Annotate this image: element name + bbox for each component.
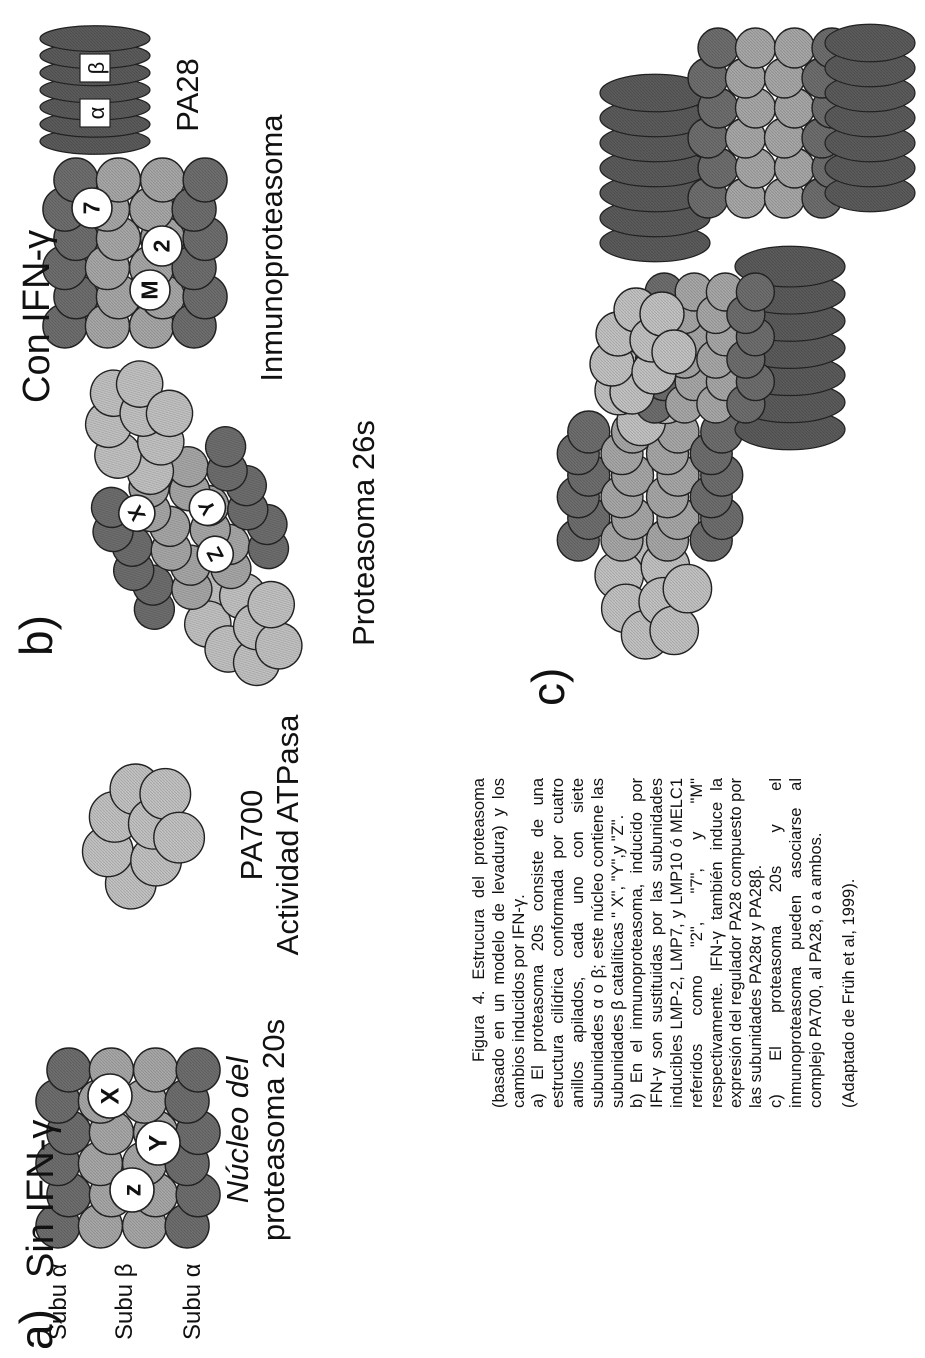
alpha-subunit-texture — [183, 158, 227, 202]
caption-part-c: c) El proteasoma 20s y el inmunoproteaso… — [767, 778, 826, 1108]
proteasome-26s-label: Proteasoma 26s — [348, 398, 381, 668]
pa700-subunit-texture — [640, 292, 684, 336]
pa700-label: PA700 — [236, 710, 269, 960]
pa28-regulator: αβ — [40, 26, 150, 155]
pa700-complex — [83, 764, 205, 909]
panel-b-letter: b) — [12, 615, 60, 656]
panel-b-title: Con IFN-γ — [18, 230, 58, 403]
pa700-subunit-texture — [650, 606, 698, 654]
subunit-label-alpha-bottom: Subu α — [180, 1263, 205, 1340]
subunit-label-alpha-top: Subu α — [46, 1263, 71, 1340]
alpha-subunit-texture — [736, 273, 774, 311]
proteasome-26s: ZYX — [27, 329, 350, 723]
pa700-subunit-texture — [154, 812, 205, 863]
pa700-activity-label: Actividad ATPasa — [272, 710, 305, 960]
core-marker-z-text: z — [118, 1184, 146, 1197]
caption-intro: Figura 4. Estrucura del proteasoma (basa… — [470, 778, 529, 1108]
panel-a-title: Sin IFN-γ — [22, 1120, 62, 1278]
beta-subunit-texture — [736, 28, 776, 68]
core-20s-proteasome: z Y X — [36, 1048, 220, 1248]
immuno-marker-2-text: 2 — [149, 240, 175, 253]
caption-part-a: a) El proteasoma 20s consiste de una est… — [529, 778, 628, 1108]
beta-subunit-texture — [775, 28, 815, 68]
immunoproteasome: M 2 7 — [43, 158, 227, 348]
core-marker-y-text: Y — [144, 1134, 172, 1151]
core-marker-x-text: X — [96, 1087, 124, 1104]
pa700-subunit-texture — [663, 564, 711, 612]
pa700-subunit-texture — [140, 769, 191, 820]
figure-caption: Figura 4. Estrucura del proteasoma (basa… — [470, 778, 860, 1108]
pa28-label: PA28 — [172, 40, 205, 150]
pa28-subunit-texture — [825, 24, 915, 62]
pa28-beta-text: β — [84, 62, 109, 75]
immunoproteasome-label: Inmunoproteasoma — [256, 98, 289, 398]
immuno-marker-m-text: M — [137, 280, 163, 299]
complex-pa28-core-pa28 — [600, 24, 915, 262]
pa28-subunit-texture — [40, 26, 150, 52]
core-20s-label-line1: Núcleo del — [222, 1010, 255, 1250]
alpha-subunit-texture — [176, 1048, 220, 1092]
caption-source: (Adaptado de Früh et al, 1999). — [840, 778, 860, 1108]
panel-c-letter: c) — [524, 668, 572, 706]
pa700-subunit-texture — [652, 330, 696, 374]
immuno-marker-7-text: 7 — [79, 202, 105, 215]
caption-part-b: b) En el inmunoproteasoma, inducido por … — [628, 778, 767, 1108]
alpha-subunit-texture — [698, 28, 738, 68]
pa28-alpha-text: α — [84, 106, 109, 119]
core-20s-label-line2: proteasoma 20s — [258, 1010, 291, 1250]
subunit-label-beta: Subu β — [112, 1263, 137, 1340]
